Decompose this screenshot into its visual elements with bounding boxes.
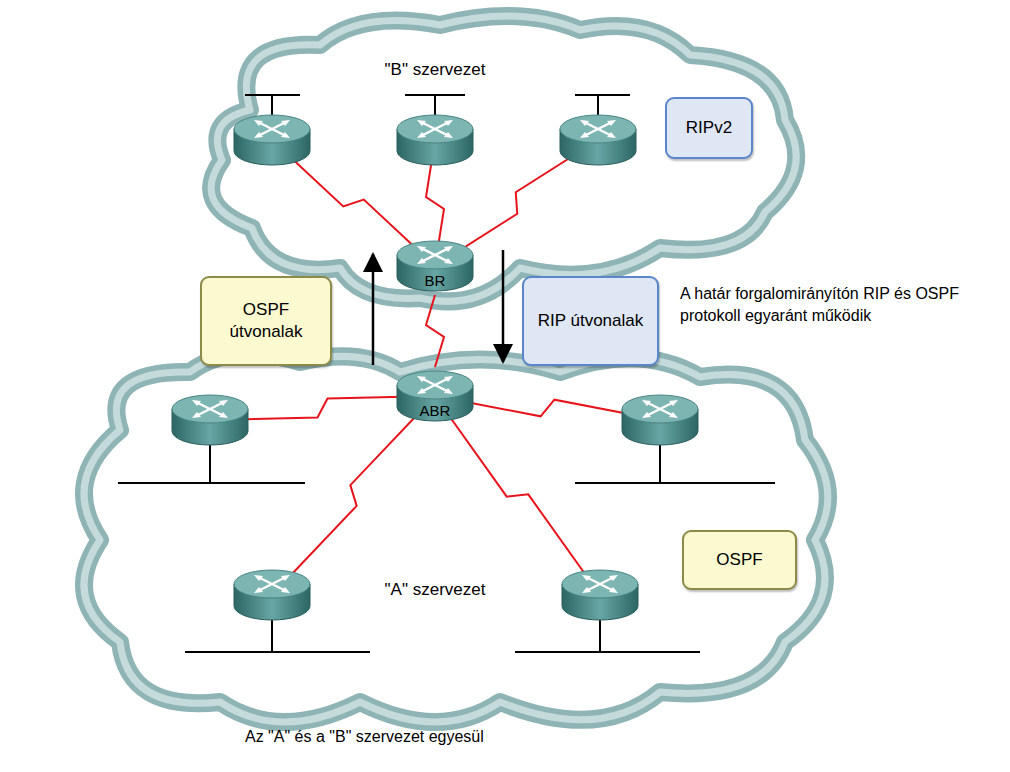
- note-text: A határ forgalomirányítón RIP és OSPF pr…: [680, 285, 959, 324]
- org-cloud: "A" szervezet ABR OSPF: [50, 330, 860, 750]
- router-label: ABR: [420, 402, 451, 419]
- router-node: BR: [395, 237, 475, 295]
- router-node: ABR: [395, 367, 475, 425]
- org-cloud: "B" szervezetRIPv2BR: [180, 0, 830, 320]
- box-label: RIP útvonalak: [538, 310, 644, 332]
- box-label: OSPF útvonalak: [215, 299, 317, 343]
- box-label: RIPv2: [686, 117, 732, 139]
- box-label: OSPF: [716, 549, 762, 571]
- org-name: "A" szervezet: [385, 580, 486, 599]
- caption: Az "A" és a "B" szervezet egyesül: [245, 728, 484, 745]
- router-label: BR: [425, 272, 446, 289]
- cloud-outline: [180, 0, 830, 320]
- org-name: "B" szervezet: [385, 60, 486, 79]
- routes-box: RIP útvonalak: [522, 276, 659, 366]
- protocol-box: OSPF: [682, 530, 797, 590]
- protocol-box: RIPv2: [665, 97, 753, 159]
- routes-box: OSPF útvonalak: [200, 276, 332, 366]
